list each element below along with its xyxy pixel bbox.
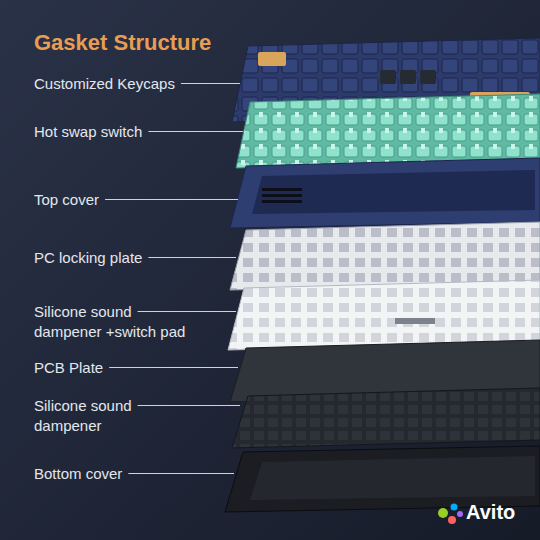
part-name: Customized Keycaps — [34, 74, 224, 94]
watermark: Avito — [466, 502, 515, 522]
leader-line — [109, 367, 238, 368]
part-name: Silicone sound dampener +switch pad — [34, 302, 194, 342]
leader-line — [105, 199, 238, 200]
part-name: PC locking plate — [34, 248, 224, 268]
leader-line — [138, 405, 240, 406]
part-name: PCB Plate — [34, 358, 224, 378]
part-name: Bottom cover — [34, 464, 224, 484]
leader-line — [181, 83, 240, 84]
leader-line — [138, 311, 236, 312]
leader-line — [128, 473, 234, 474]
part-name: Top cover — [34, 190, 224, 210]
leader-line — [148, 257, 236, 258]
leader-line — [148, 131, 243, 132]
part-name: Hot swap switch — [34, 122, 224, 142]
diagram-title: Gasket Structure — [34, 30, 211, 56]
part-name: Silicone sound dampener — [34, 396, 194, 436]
